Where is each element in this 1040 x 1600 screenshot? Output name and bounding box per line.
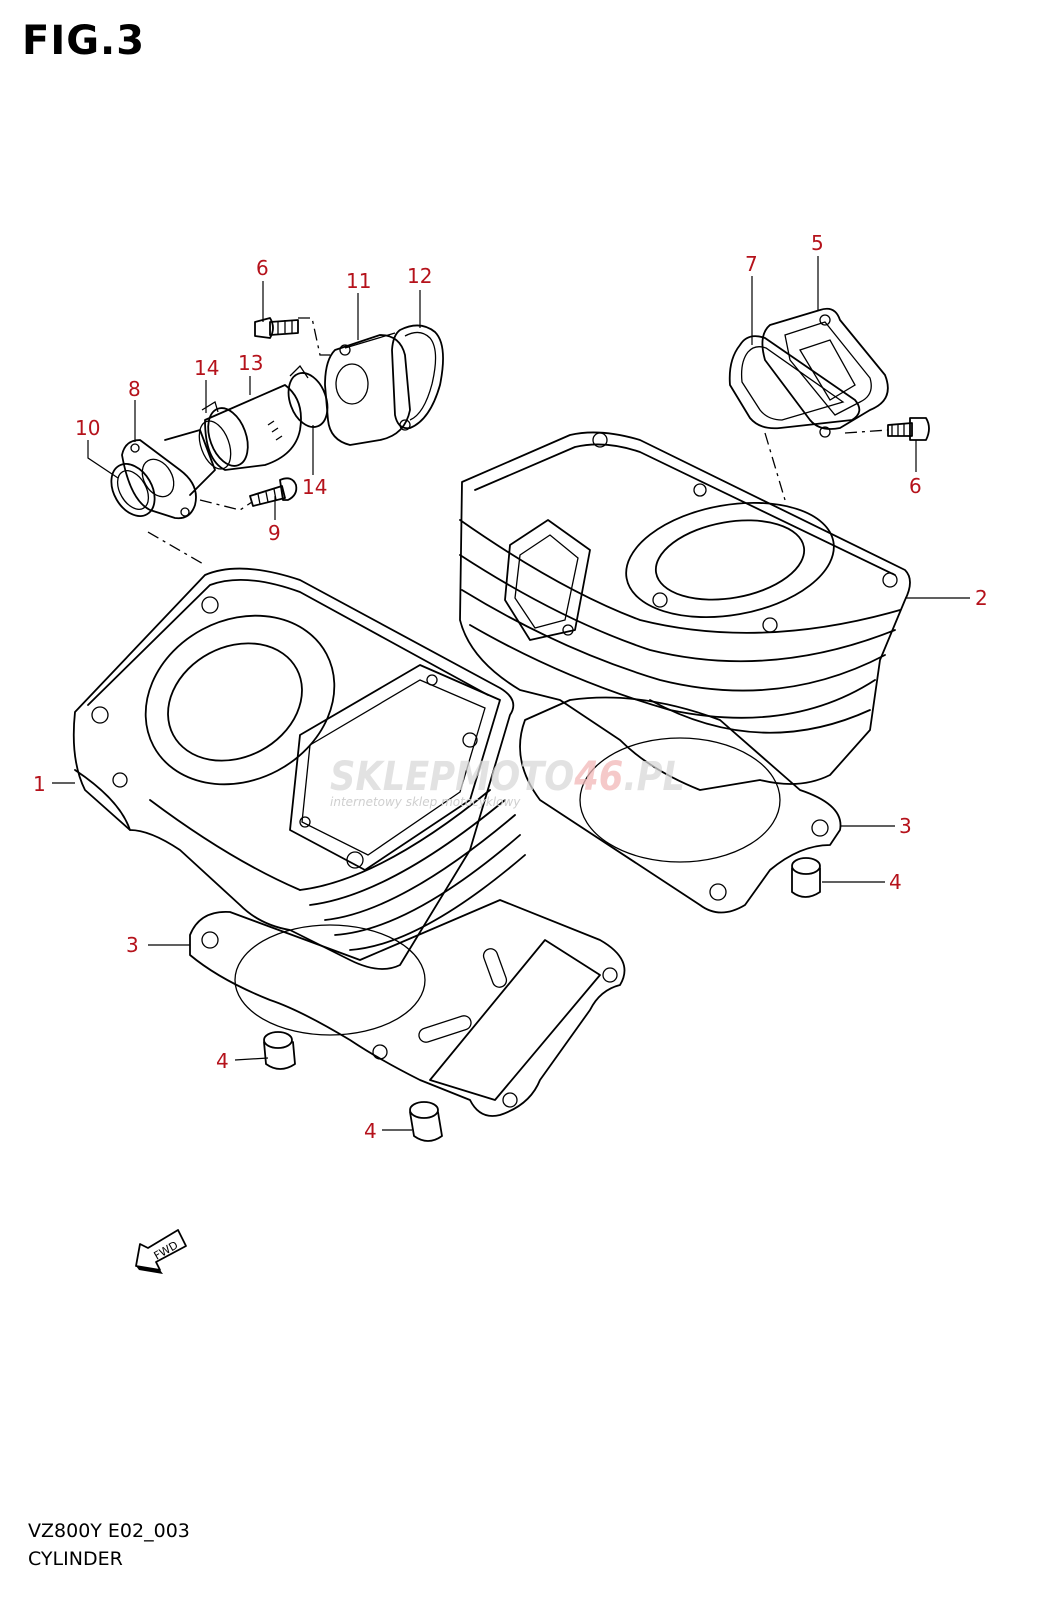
- hose-clamp-left: [201, 401, 249, 467]
- callout-4-bottom: 4: [364, 1119, 377, 1143]
- figure-title: FIG.3: [22, 18, 146, 64]
- callout-2: 2: [975, 586, 988, 610]
- fwd-label: FWD: [152, 1239, 181, 1263]
- callout-14-top: 14: [194, 356, 219, 380]
- centerline-rear-intake: [764, 432, 786, 501]
- callout-11: 11: [346, 269, 371, 293]
- watermark-number: 46: [573, 754, 623, 800]
- callout-7: 7: [745, 252, 758, 276]
- centerline-flange-bolt: [199, 499, 253, 511]
- watermark-suffix: .PL: [623, 754, 685, 800]
- dowel-pin-right: [791, 857, 821, 898]
- svg-text:SKLEPMOTO46.PL: SKLEPMOTO46.PL: [330, 754, 685, 800]
- front-cylinder: [72, 567, 526, 970]
- rear-intake-gasket: [728, 335, 861, 430]
- callout-6-top: 6: [256, 256, 269, 280]
- intake-pipe-flange: [121, 429, 216, 520]
- callout-10: 10: [75, 416, 100, 440]
- callout-3-lower: 3: [126, 933, 139, 957]
- intake-hose: [198, 384, 302, 471]
- intake-ring-gasket: [110, 463, 156, 517]
- watermark-main: MOTO: [455, 754, 574, 800]
- callout-4-left: 4: [216, 1049, 229, 1073]
- watermark: SKLEPMOTO46.PL internetowy sklep motocyk…: [330, 754, 685, 809]
- watermark-tagline: internetowy sklep motocyklowy: [330, 795, 521, 809]
- forward-direction-arrow: FWD: [135, 1229, 187, 1274]
- callout-1: 1: [33, 772, 46, 796]
- bolt-right: [887, 417, 930, 441]
- watermark-prefix: SKLEP: [330, 754, 455, 800]
- rear-cylinder: [459, 431, 911, 791]
- centerline-bolt-top: [298, 317, 335, 356]
- rear-base-gasket: [519, 696, 842, 914]
- front-base-gasket: [189, 899, 626, 1117]
- leader-lines: [52, 256, 970, 1131]
- bolt-left-top: [254, 317, 299, 339]
- centerline-front-intake: [147, 531, 206, 566]
- section-name: CYLINDER: [28, 1548, 123, 1570]
- callout-5: 5: [811, 231, 824, 255]
- dowel-pin-left: [263, 1031, 296, 1070]
- model-code: VZ800Y E02_003: [28, 1520, 190, 1542]
- callout-13: 13: [238, 351, 263, 375]
- callout-6-right: 6: [909, 474, 922, 498]
- rear-intake-cover: [761, 307, 889, 438]
- callout-4-right: 4: [889, 870, 902, 894]
- callout-labels: 1 2 3 3 4 4 4 5 6 6 7 8 9 10 11 12 13 14…: [33, 231, 988, 1143]
- callout-14-bottom: 14: [302, 475, 327, 499]
- callout-12: 12: [407, 264, 432, 288]
- intake-pipe-elbow: [324, 332, 411, 446]
- centerline-bolt-right: [844, 429, 889, 434]
- intake-o-ring: [391, 324, 444, 430]
- dowel-pin-bottom: [409, 1101, 443, 1142]
- callout-8: 8: [128, 377, 141, 401]
- bolt-flange-9: [249, 477, 298, 507]
- callout-3-upper: 3: [899, 814, 912, 838]
- callout-9: 9: [268, 521, 281, 545]
